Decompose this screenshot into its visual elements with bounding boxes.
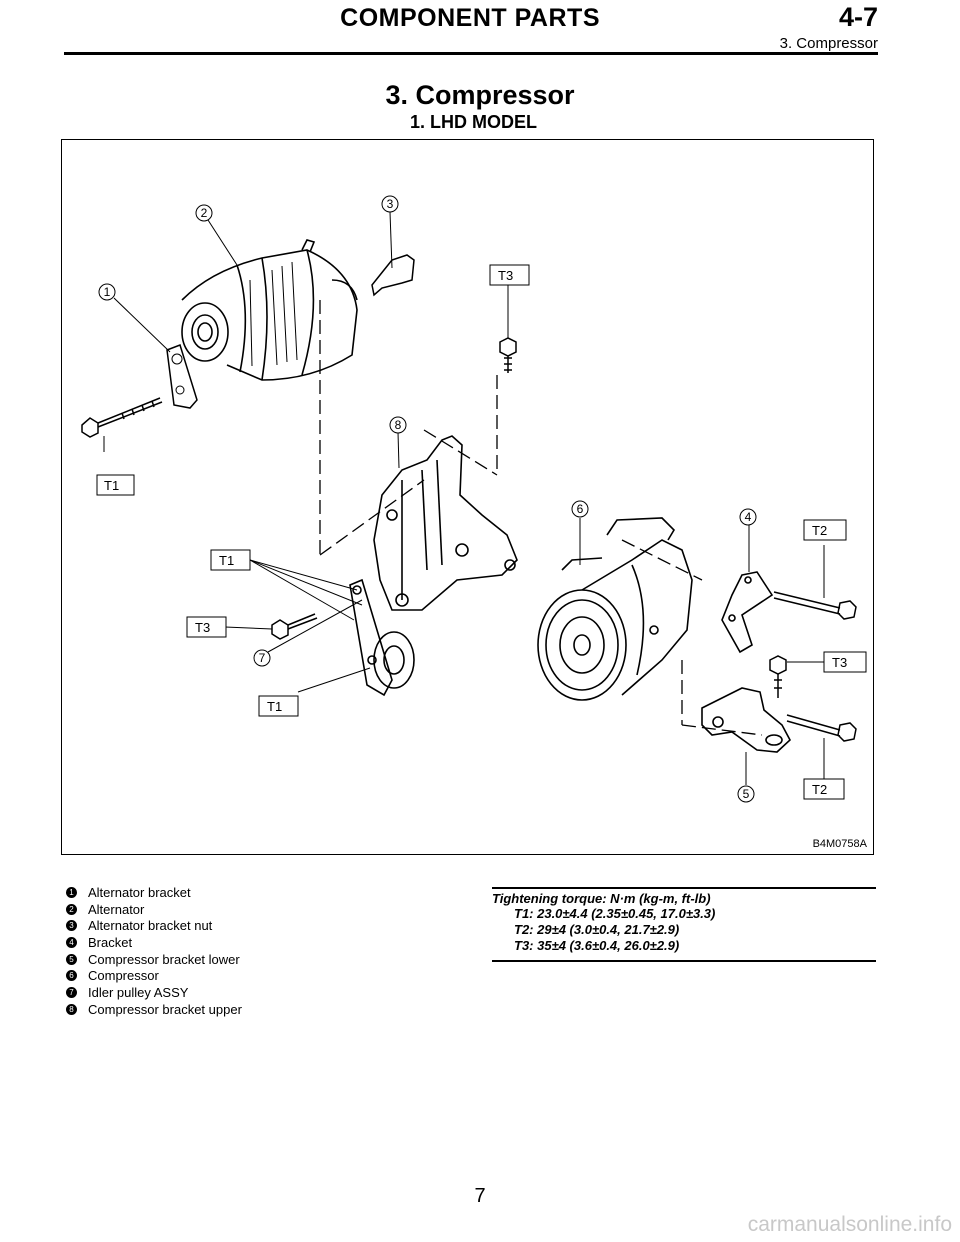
legend-number: 5 (66, 953, 77, 965)
tag-t3-top: T3 (498, 268, 513, 283)
legend-number: 3 (66, 920, 77, 932)
tag-t1-idler: T1 (267, 699, 282, 714)
legend-label: Alternator bracket (88, 884, 191, 900)
parts-legend: 1 Alternator bracket 2 Alternator 3 Alterna… (66, 884, 466, 1018)
torque-bottom-rule (492, 960, 876, 962)
section-title: 1. LHD MODEL (410, 112, 538, 132)
legend-label: Compressor bracket lower (88, 951, 240, 967)
alternator-drawing (181, 239, 358, 381)
torque-tags (96, 264, 867, 800)
page-number: 7 (474, 1185, 486, 1207)
legend-number: 4 (66, 936, 77, 948)
legend-item: 7 Idler pulley ASSY (66, 984, 466, 1001)
exploded-diagram: T1 T3 T1 T3 T1 T2 T3 T2 1 2 3 4 5 6 (61, 139, 874, 855)
legend-label: Alternator (88, 901, 145, 917)
header-subtitle: 3. Compressor (779, 35, 878, 52)
header-title: COMPONENT PARTS (340, 4, 600, 32)
tag-t2-lower: T2 (812, 782, 827, 797)
legend-label: Compressor (88, 968, 159, 984)
compressor-drawing: T1 T3 T1 T3 T1 T2 T3 T2 1 2 3 4 5 6 (81, 195, 867, 803)
bolt-t3-top (499, 337, 517, 373)
legend-number: 1 (66, 886, 77, 898)
legend-item: 6 Compressor (66, 967, 466, 984)
tag-t3-left: T3 (195, 620, 210, 635)
bolt-t2-lower (786, 714, 857, 742)
legend-number: 6 (66, 970, 77, 982)
torque-spec-box: Tightening torque: N·m (kg-m, ft-lb) T1:… (492, 887, 876, 962)
legend-label: Alternator bracket nut (88, 918, 213, 934)
legend-number: 8 (66, 1003, 77, 1015)
compressor-bracket-upper (373, 435, 518, 611)
bolt-t3-left (271, 613, 318, 640)
legend-label: Idler pulley ASSY (88, 984, 189, 1000)
torque-t1: T1: 23.0±4.4 (2.35±0.45, 17.0±3.3) (514, 906, 716, 921)
callout-2: 2 (201, 206, 208, 220)
bolt-t3-right (769, 655, 787, 698)
legend-item: 2 Alternator (66, 901, 466, 918)
callout-3: 3 (387, 197, 394, 211)
legend-number: 7 (66, 986, 77, 998)
figure-id: B4M0758A (812, 838, 867, 850)
torque-heading: Tightening torque: N·m (kg-m, ft-lb) (492, 891, 711, 906)
legend-label: Bracket (88, 934, 133, 950)
compressor-bracket-lower (701, 687, 791, 753)
header-rule (64, 52, 878, 55)
callout-7: 7 (259, 651, 266, 665)
watermark: carmanualsonline.info (747, 1213, 952, 1236)
torque-top-rule (492, 887, 876, 889)
legend-item: 8 Compressor bracket upper (66, 1001, 466, 1018)
torque-t3: T3: 35±4 (3.6±0.4, 26.0±2.9) (514, 938, 680, 953)
bolt-t1-alternator (81, 397, 163, 438)
bracket (721, 571, 774, 654)
page-title: 3. Compressor (385, 80, 575, 110)
tag-t1-bracket: T1 (219, 553, 234, 568)
compressor-drawing (537, 517, 693, 701)
legend-item: 1 Alternator bracket (66, 884, 466, 901)
tag-t1-alternator-bolt: T1 (104, 478, 119, 493)
callout-6: 6 (577, 502, 584, 516)
callout-5: 5 (743, 787, 750, 801)
legend-item: 3 Alternator bracket nut (66, 917, 466, 934)
legend-label: Compressor bracket upper (88, 1001, 242, 1017)
callout-4: 4 (745, 510, 752, 524)
callout-8: 8 (395, 418, 402, 432)
tag-t3-right: T3 (832, 655, 847, 670)
legend-number: 2 (66, 903, 77, 915)
idler-pulley (349, 578, 415, 697)
legend-item: 5 Compressor bracket lower (66, 951, 466, 968)
header-section-code: 4-7 (838, 2, 878, 32)
legend-item: 4 Bracket (66, 934, 466, 951)
tag-t2-upper: T2 (812, 523, 827, 538)
callout-1: 1 (104, 285, 111, 299)
bolt-t2-upper (773, 591, 857, 620)
torque-t2: T2: 29±4 (3.0±0.4, 21.7±2.9) (514, 922, 680, 937)
